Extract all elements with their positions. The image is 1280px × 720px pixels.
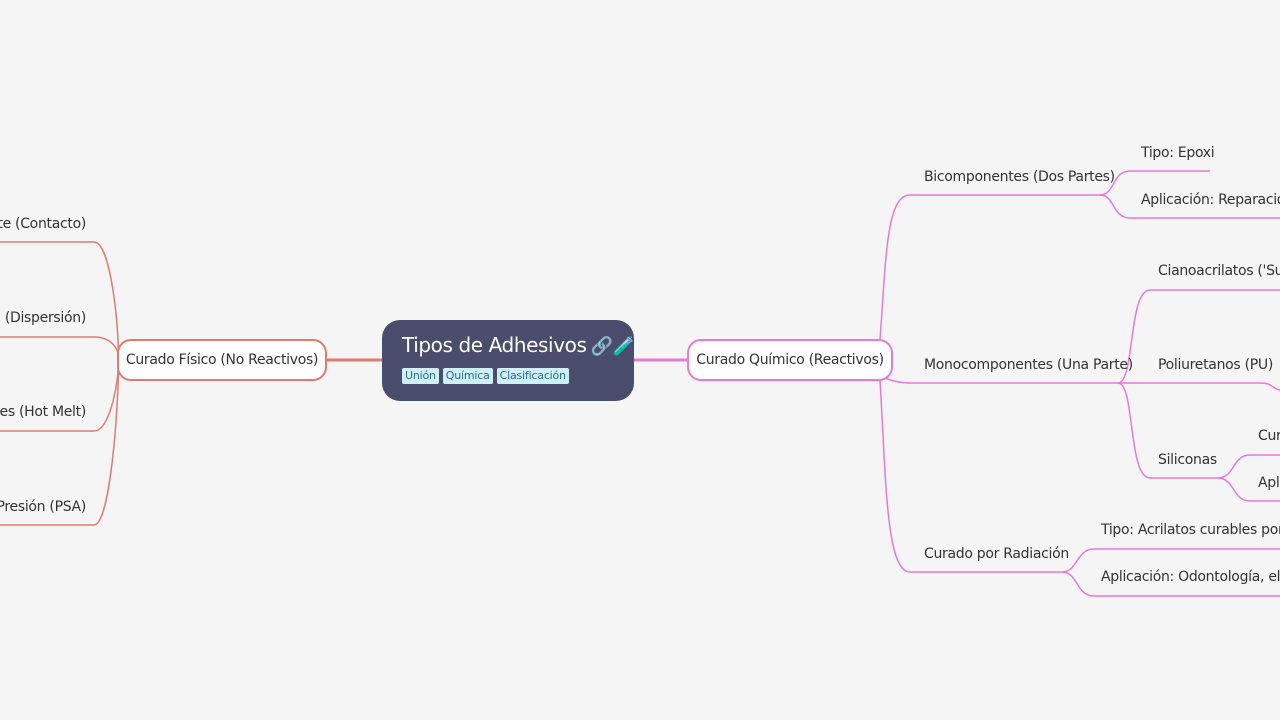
node-aplicacion-odontologia[interactable]: Aplicación: Odontología, elect [1101, 569, 1280, 585]
node-hot-melt[interactable]: bles (Hot Melt) [0, 404, 86, 420]
root-title-text: Tipos de Adhesivos [402, 333, 587, 357]
node-psa[interactable]: a Presión (PSA) [0, 499, 86, 515]
node-tipo-epoxi[interactable]: Tipo: Epoxi [1141, 145, 1215, 161]
tag-clasificacion[interactable]: Clasificación [496, 368, 569, 384]
node-aplicacion-reparaciones[interactable]: Aplicación: Reparacione [1141, 192, 1280, 208]
tag-union[interactable]: Unión [402, 368, 439, 384]
node-contacto[interactable]: nte (Contacto) [0, 216, 86, 232]
branch-curado-quimico[interactable]: Curado Químico (Reactivos) [687, 339, 893, 381]
node-poliuretanos[interactable]: Poliuretanos (PU) [1158, 357, 1273, 373]
node-cianoacrilatos[interactable]: Cianoacrilatos ('Supe [1158, 263, 1280, 279]
node-bicomponentes[interactable]: Bicomponentes (Dos Partes) [924, 169, 1115, 185]
node-siliconas[interactable]: Siliconas [1158, 452, 1217, 468]
branch-curado-fisico[interactable]: Curado Físico (No Reactivos) [117, 339, 327, 381]
tag-quimica[interactable]: Química [442, 368, 493, 384]
node-curado-radiacion[interactable]: Curado por Radiación [924, 546, 1069, 562]
node-monocomponentes[interactable]: Monocomponentes (Una Parte) [924, 357, 1133, 373]
node-siliconas-aplicacion[interactable]: Apli [1258, 475, 1280, 491]
root-node[interactable]: Tipos de Adhesivos🔗🧪 Unión Química Clasi… [382, 320, 635, 401]
link-test-tube-icon: 🔗🧪 [590, 336, 635, 357]
root-title: Tipos de Adhesivos🔗🧪 [402, 332, 635, 360]
root-tags: Unión Química Clasificación [402, 368, 634, 384]
node-acrilatos-uv[interactable]: Tipo: Acrilatos curables por UV [1101, 522, 1280, 538]
node-dispersion[interactable]: ua (Dispersión) [0, 310, 86, 326]
node-siliconas-curado[interactable]: Cur [1258, 428, 1280, 444]
